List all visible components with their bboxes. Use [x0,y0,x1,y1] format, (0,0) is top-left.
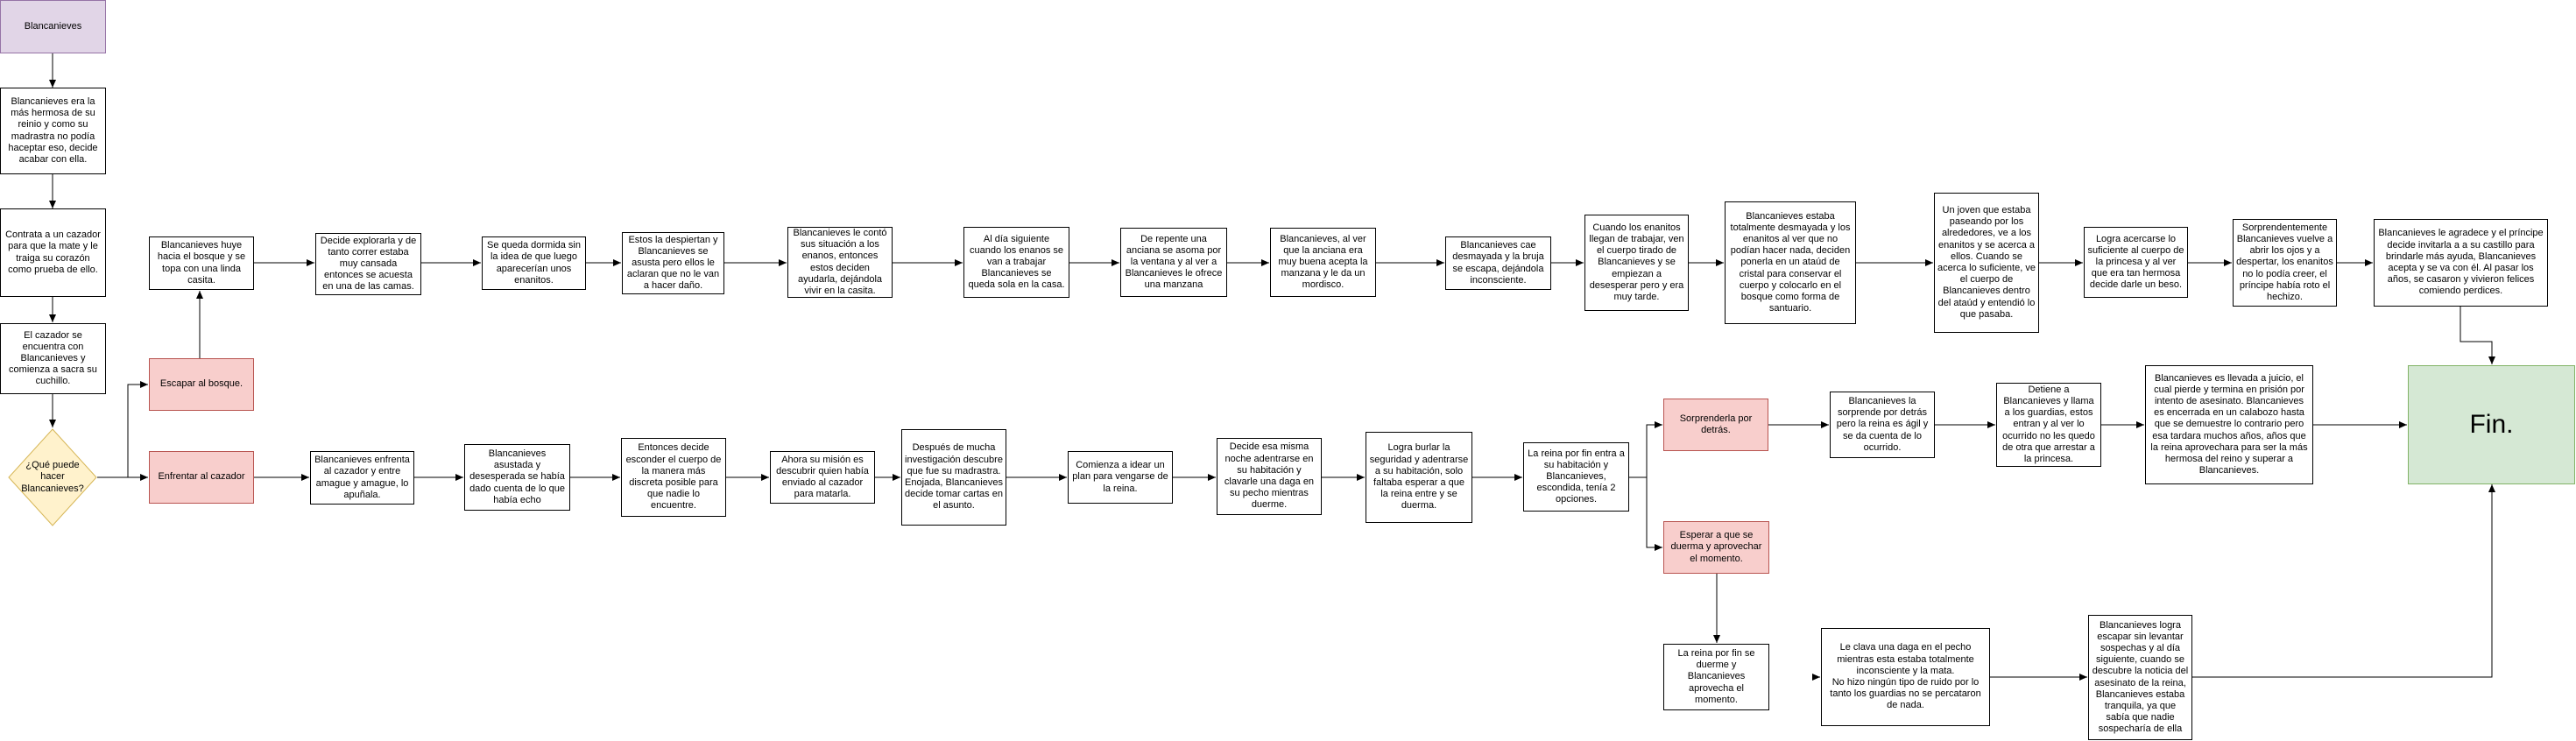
decision-label: ¿Qué puede hacer Blancanieves? [21,460,84,494]
top-node-6: Al día siguiente cuando los enanos se va… [963,227,1069,298]
top-node-15: Blancanieves le agradece y el príncipe d… [2374,219,2548,307]
arrow-mid9-wait [1629,476,1662,551]
top-node-7: De repente una anciana se asoma por la v… [1120,228,1227,297]
intro-node-3: El cazador se encuentra con Blancanieves… [0,323,106,394]
arrow-w3-end [2192,484,2495,678]
wait-node-3: Blancanieves logra escapar sin levantar … [2088,615,2192,740]
surprise-node-1: Blancanieves la sorprende por detrás per… [1830,392,1935,458]
mid-node-7: Decide esa misma noche adentrarse en su … [1217,438,1322,515]
mid-node-3: Entonces decide esconder el cuerpo de la… [621,438,726,517]
arrow-top15-end [2460,307,2495,364]
top-node-14: Sorprendentemente Blancanieves vuelve a … [2233,219,2337,307]
wait-choice-node: Esperar a que se duerma y aprovechar el … [1663,521,1769,574]
arrow-mid9-surprise [1629,421,1662,478]
top-node-1: Blancanieves huye hacia el bosque y se t… [149,236,254,290]
arrow-decision-escape [97,381,148,478]
top-node-13: Logra acercarse lo suficiente al cuerpo … [2084,227,2188,298]
top-node-10: Cuando los enanitos llegan de trabajar, … [1584,215,1689,311]
decision-node: ¿Qué puede hacer Blancanieves? [8,428,97,526]
start-node: Blancanieves [0,0,106,53]
intro-node-1: Blancanieves era la más hermosa de su re… [0,88,106,174]
top-node-4: Estos la despiertan y Blancanieves se as… [622,232,724,294]
mid-node-6: Comienza a idear un plan para vengarse d… [1068,451,1173,504]
surprise-node-2: Detiene a Blancanieves y llama a los gua… [1996,383,2101,467]
mid-node-8: Logra burlar la seguridad y adentrarse a… [1366,432,1472,523]
top-node-3: Se queda dormida sin la idea de que lueg… [482,236,586,290]
mid-node-2: Blancanieves asustada y desesperada se h… [464,444,570,511]
top-node-5: Blancanieves le contó sus situación a lo… [787,227,893,298]
wait-node-2: Le clava una daga en el pecho mientras e… [1821,628,1990,726]
escape-choice-node: Escapar al bosque. [149,358,254,411]
top-node-2: Decide explorarla y de tanto correr esta… [315,233,421,295]
surprise-node-3: Blancanieves es llevada a juicio, el cua… [2145,365,2313,484]
top-node-9: Blancanieves cae desmayada y la bruja se… [1445,236,1551,290]
fight-choice-node: Enfrentar al cazador [149,451,254,504]
top-node-11: Blancanieves estaba totalmente desmayada… [1725,201,1856,324]
mid-node-1: Blancanieves enfrenta al cazador y entre… [310,451,414,505]
mid-node-9: La reina por fin entra a su habitación y… [1523,442,1629,512]
top-node-8: Blancanieves, al ver que la anciana era … [1270,228,1376,297]
intro-node-2: Contrata a un cazador para que la mate y… [0,208,106,297]
surprise-choice-node: Sorprenderla por detrás. [1663,399,1768,451]
end-node: Fin. [2408,365,2575,484]
top-node-12: Un joven que estaba paseando por los alr… [1934,193,2039,333]
wait-node-1: La reina por fin se duerme y Blancanieve… [1663,644,1769,710]
mid-node-4: Ahora su misión es descubrir quien había… [770,451,875,504]
mid-node-5: Después de mucha investigación descubre … [901,429,1006,526]
